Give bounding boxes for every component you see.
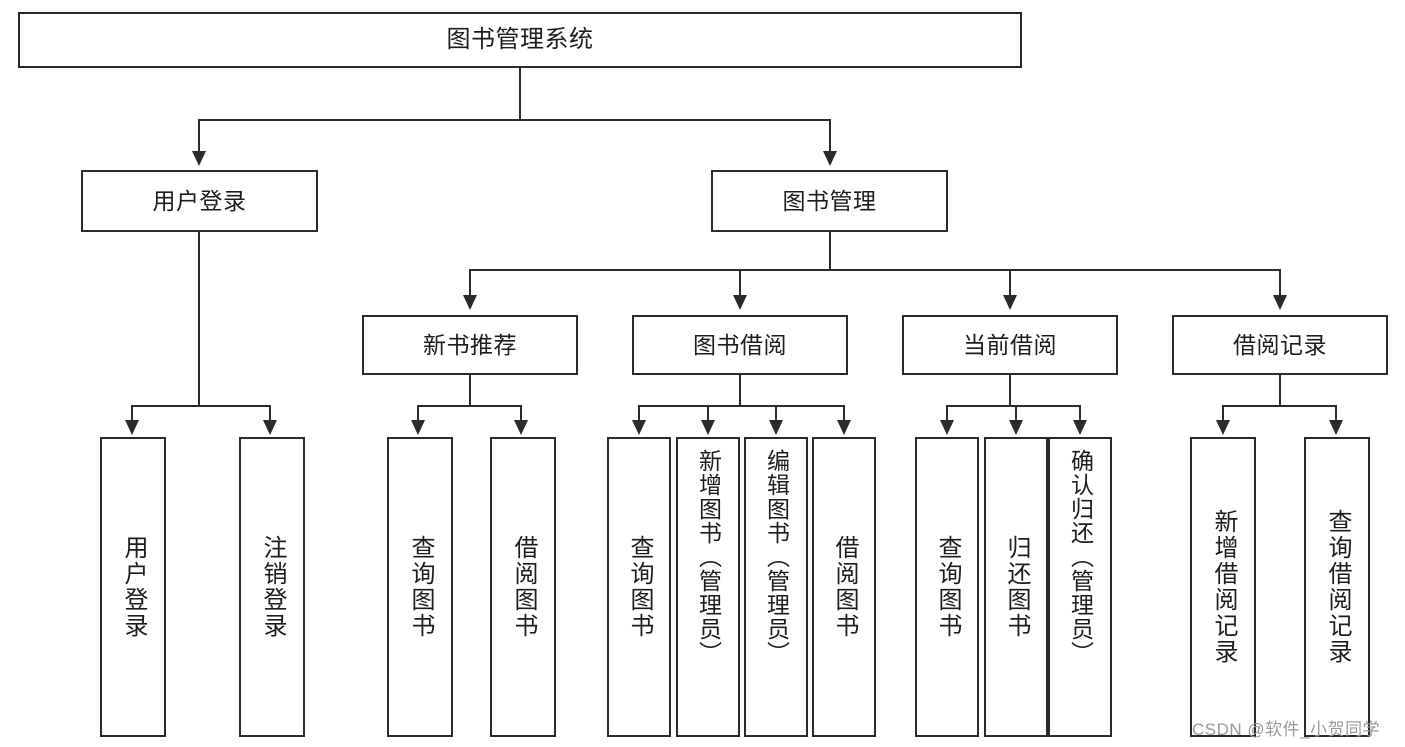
node-label: 新增借阅记录 <box>1210 509 1237 665</box>
connector-user-login-leaf2-drop <box>269 405 271 421</box>
arrowhead-leaf-add-book <box>701 420 715 435</box>
leaf-borrow-book-new[interactable]: 借阅图书 <box>490 437 556 737</box>
node-label: 用户登录 <box>152 187 247 214</box>
connector-book-borrow-leaf-bus <box>638 405 845 407</box>
node-label: 确认归还（管理员） <box>1067 449 1094 665</box>
connector-book-management-stem <box>829 232 831 270</box>
connector-root-stem <box>519 68 521 120</box>
arrowhead-leaf-query-book-cb <box>940 420 954 435</box>
node-label: 查询图书 <box>626 535 653 639</box>
node-label: 新书推荐 <box>423 331 517 358</box>
node-label: 归还图书 <box>1003 535 1030 639</box>
node-label: 借阅记录 <box>1233 331 1327 358</box>
arrowhead-leaf-edit-book <box>769 420 783 435</box>
arrowhead-book-management <box>823 151 837 166</box>
node-current-borrow[interactable]: 当前借阅 <box>902 315 1118 375</box>
node-label: 借阅图书 <box>831 535 858 639</box>
arrowhead-leaf-add-record <box>1216 420 1230 435</box>
arrowhead-user-login <box>192 151 206 166</box>
node-label: 查询图书 <box>934 535 961 639</box>
connector-borrow-record-stem <box>1279 375 1281 406</box>
node-label: 图书借阅 <box>693 331 787 358</box>
leaf-logout[interactable]: 注销登录 <box>239 437 305 737</box>
node-label: 新增图书（管理员） <box>695 449 722 665</box>
leaf-user-login[interactable]: 用户登录 <box>100 437 166 737</box>
arrowhead-leaf-query-book-bb <box>632 420 646 435</box>
node-borrow-record[interactable]: 借阅记录 <box>1172 315 1388 375</box>
leaf-query-borrow-record[interactable]: 查询借阅记录 <box>1304 437 1370 737</box>
leaf-confirm-return-admin[interactable]: 确认归还（管理员） <box>1048 437 1112 737</box>
connector-borrow-record-leaf-bus <box>1222 405 1337 407</box>
connector-drop-new-book <box>469 269 471 296</box>
connector-user-login-leaf1-drop <box>131 405 133 421</box>
connector-current-borrow-leaf1-drop <box>946 405 948 421</box>
arrowhead-leaf-return-book <box>1009 420 1023 435</box>
arrowhead-leaf-borrow-book-new <box>514 420 528 435</box>
connector-current-borrow-stem <box>1009 375 1011 406</box>
leaf-borrow-book-borrow[interactable]: 借阅图书 <box>812 437 876 737</box>
leaf-query-book-current[interactable]: 查询图书 <box>915 437 979 737</box>
connector-drop-user-login <box>198 119 200 153</box>
node-book-management[interactable]: 图书管理 <box>711 170 948 232</box>
connector-book-borrow-leaf3-drop <box>775 405 777 421</box>
leaf-return-book[interactable]: 归还图书 <box>984 437 1048 737</box>
node-label: 图书管理系统 <box>446 26 594 54</box>
arrowhead-leaf-confirm-return <box>1073 420 1087 435</box>
leaf-add-book-admin[interactable]: 新增图书（管理员） <box>676 437 740 737</box>
connector-drop-current-borrow <box>1009 269 1011 296</box>
leaf-edit-book-admin[interactable]: 编辑图书（管理员） <box>744 437 808 737</box>
node-label: 查询借阅记录 <box>1324 509 1351 665</box>
connector-new-book-leaf-bus <box>417 405 522 407</box>
node-root-book-management-system[interactable]: 图书管理系统 <box>18 12 1022 68</box>
arrowhead-current-borrow <box>1003 295 1017 310</box>
node-user-login[interactable]: 用户登录 <box>81 170 318 232</box>
connector-book-borrow-leaf4-drop <box>843 405 845 421</box>
connector-level3-bus <box>469 269 1280 271</box>
node-label: 用户登录 <box>120 535 147 639</box>
connector-new-book-leaf2-drop <box>520 405 522 421</box>
connector-new-book-leaf1-drop <box>417 405 419 421</box>
arrowhead-new-book <box>463 295 477 310</box>
connector-borrow-record-leaf2-drop <box>1335 405 1337 421</box>
connector-current-borrow-leaf2-drop <box>1015 405 1017 421</box>
connector-level2-bus <box>198 119 831 121</box>
connector-current-borrow-leaf-bus <box>946 405 1081 407</box>
node-label: 编辑图书（管理员） <box>763 449 790 665</box>
connector-drop-borrow-record <box>1279 269 1281 296</box>
node-book-borrow[interactable]: 图书借阅 <box>632 315 848 375</box>
connector-new-book-stem <box>469 375 471 406</box>
node-label: 注销登录 <box>259 535 286 639</box>
connector-user-login-stem <box>198 232 200 406</box>
watermark-text: CSDN @软件_小贺同学 <box>1192 720 1381 739</box>
leaf-query-book-borrow[interactable]: 查询图书 <box>607 437 671 737</box>
arrowhead-book-borrow <box>733 295 747 310</box>
node-label: 查询图书 <box>407 535 434 639</box>
leaf-query-book-new[interactable]: 查询图书 <box>387 437 453 737</box>
connector-book-borrow-leaf2-drop <box>707 405 709 421</box>
node-label: 借阅图书 <box>510 535 537 639</box>
node-label: 当前借阅 <box>963 331 1057 358</box>
arrowhead-leaf-logout <box>263 420 277 435</box>
connector-drop-book-management <box>829 119 831 153</box>
arrowhead-leaf-borrow-book-bb <box>837 420 851 435</box>
node-label: 图书管理 <box>782 187 877 214</box>
connector-borrow-record-leaf1-drop <box>1222 405 1224 421</box>
arrowhead-leaf-query-book-new <box>411 420 425 435</box>
connector-book-borrow-leaf1-drop <box>638 405 640 421</box>
arrowhead-leaf-query-record <box>1329 420 1343 435</box>
arrowhead-borrow-record <box>1273 295 1287 310</box>
arrowhead-leaf-user-login <box>125 420 139 435</box>
connector-user-login-leaf-bus <box>131 405 269 407</box>
connector-drop-book-borrow <box>739 269 741 296</box>
leaf-add-borrow-record[interactable]: 新增借阅记录 <box>1190 437 1256 737</box>
node-new-book-recommend[interactable]: 新书推荐 <box>362 315 578 375</box>
connector-book-borrow-stem <box>739 375 741 406</box>
connector-current-borrow-leaf3-drop <box>1079 405 1081 421</box>
